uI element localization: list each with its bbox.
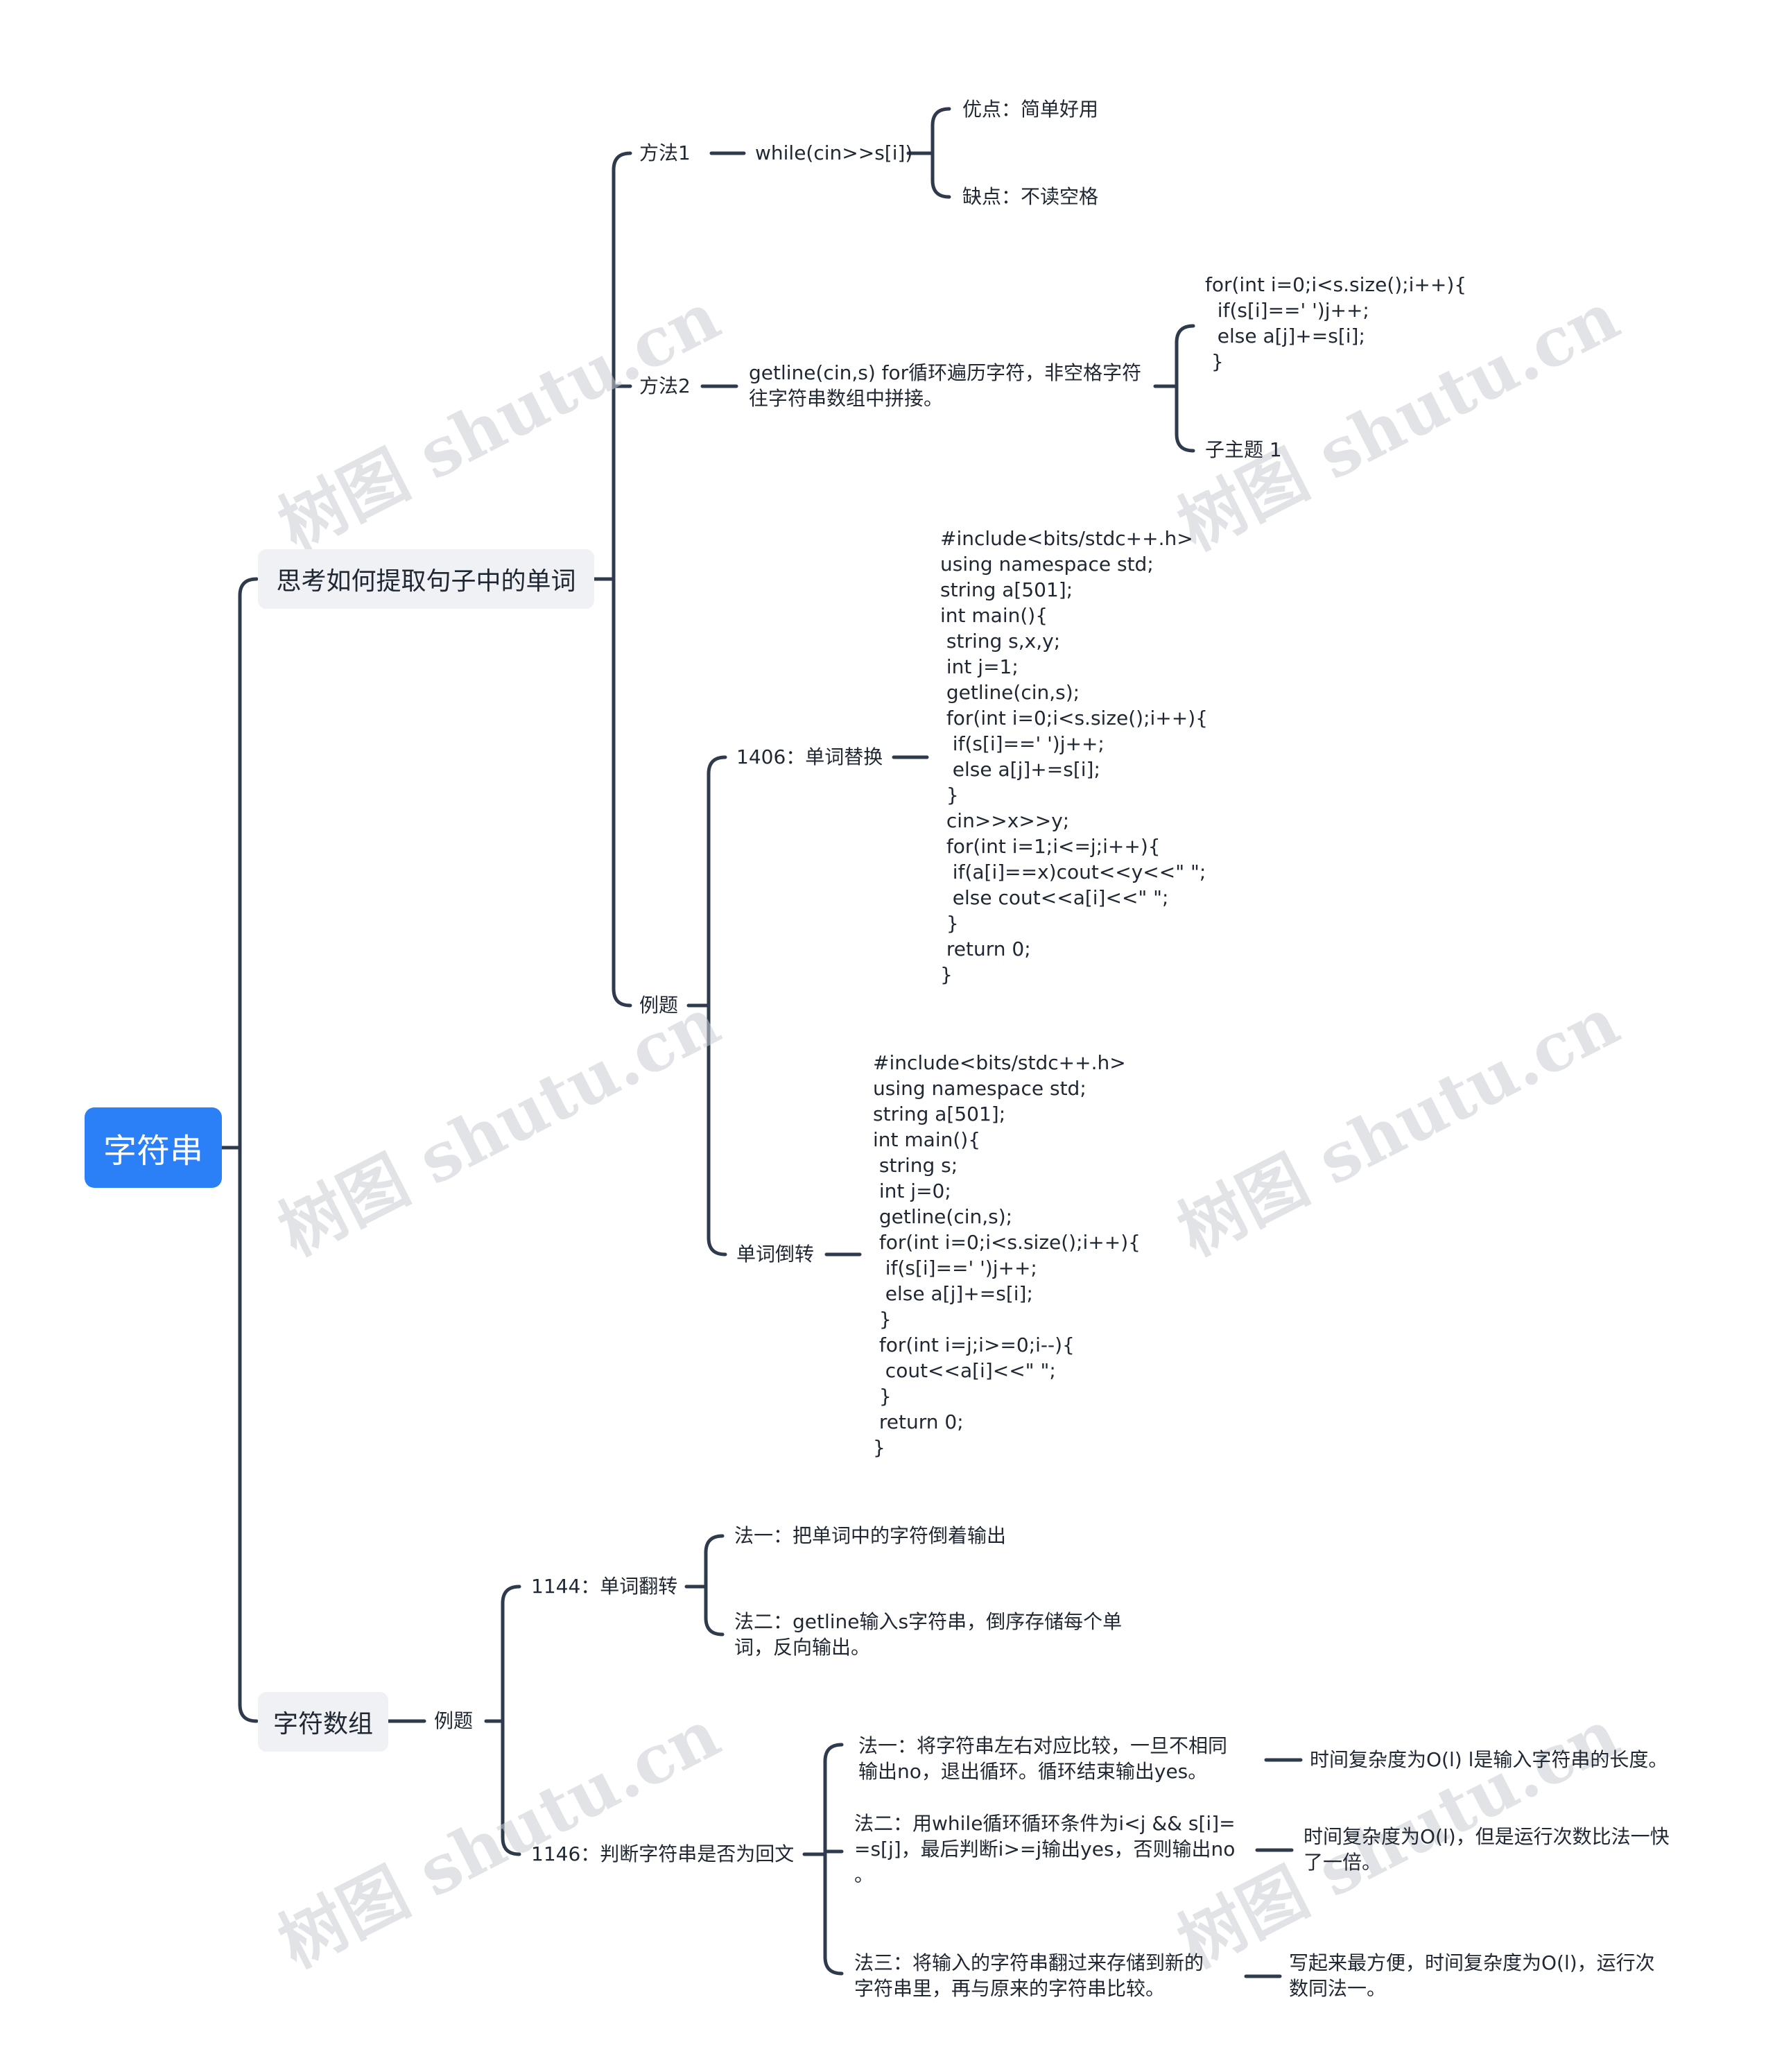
node-method1-code[interactable]: while(cin>>s[i]) xyxy=(755,141,913,164)
node-1146-m2-note[interactable]: 时间复杂度为O(l)，但是运行次数比法一快 了一倍。 xyxy=(1304,1825,1670,1874)
node-1146-m1[interactable]: 法一：将字符串左右对应比较，一旦不相同 输出no，退出循环。循环结束输出yes。 xyxy=(858,1734,1228,1783)
node-method2-code[interactable]: for(int i=0;i<s.size();i++){ if(s[i]==' … xyxy=(1205,273,1467,373)
node-method2-desc[interactable]: getline(cin,s) for循环遍历字符，非空格字符 往字符串数组中拼接… xyxy=(749,361,1142,410)
node-method1-con[interactable]: 缺点：不读空格 xyxy=(962,185,1099,208)
node-1146-m1-note[interactable]: 时间复杂度为O(l) l是输入字符串的长度。 xyxy=(1310,1748,1668,1771)
root-node[interactable]: 字符串 xyxy=(85,1107,222,1188)
node-1144[interactable]: 1144：单词翻转 xyxy=(531,1575,678,1598)
node-ex-reverse-words[interactable]: 单词倒转 xyxy=(736,1243,815,1266)
node-ex-1406[interactable]: 1406：单词替换 xyxy=(736,745,883,768)
node-ex-reverse-code[interactable]: #include<bits/stdc++.h> using namespace … xyxy=(873,1051,1141,1459)
node-method2[interactable]: 方法2 xyxy=(639,374,691,397)
node-chararray-examples[interactable]: 例题 xyxy=(434,1709,474,1732)
node-1146-m3-note[interactable]: 写起来最方便，时间复杂度为O(l)，运行次 数同法一。 xyxy=(1289,1951,1655,2000)
node-1146-m2[interactable]: 法二：用while循环循环条件为i<j && s[i]= =s[j]，最后判断i… xyxy=(854,1812,1236,1886)
edge-extract-spine xyxy=(612,151,632,1008)
node-1146-m3[interactable]: 法三：将输入的字符串翻过来存储到新的 字符串里，再与原来的字符串比较。 xyxy=(854,1951,1204,2000)
node-1144-m2[interactable]: 法二：getline输入s字符串，倒序存储每个单 词，反向输出。 xyxy=(734,1610,1123,1659)
node-method1-pro[interactable]: 优点：简单好用 xyxy=(962,98,1099,121)
edge-root-spine xyxy=(238,577,259,1723)
node-method1[interactable]: 方法1 xyxy=(639,141,691,164)
node-ex-1406-code[interactable]: #include<bits/stdc++.h> using namespace … xyxy=(940,527,1208,986)
node-1146[interactable]: 1146：判断字符串是否为回文 xyxy=(531,1842,795,1865)
node-extract-words[interactable]: 思考如何提取句子中的单词 xyxy=(258,549,594,609)
node-examples[interactable]: 例题 xyxy=(639,994,679,1017)
node-method2-subtopic[interactable]: 子主题 1 xyxy=(1205,438,1282,461)
node-1144-m1[interactable]: 法一：把单词中的字符倒着输出 xyxy=(734,1524,1007,1547)
node-char-array[interactable]: 字符数组 xyxy=(258,1692,388,1752)
